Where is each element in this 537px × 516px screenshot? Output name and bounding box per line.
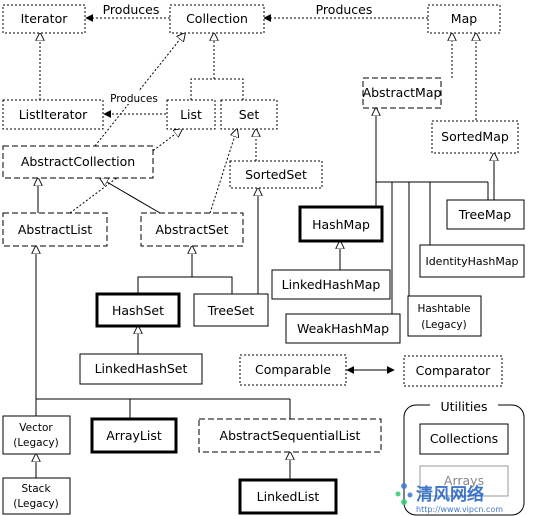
listiterator-label: ListIterator: [19, 107, 88, 122]
node-abstractlist: AbstractList: [2, 212, 108, 247]
watermark-logo-icon: [395, 483, 413, 505]
weakhashmap-label: WeakHashMap: [297, 321, 389, 336]
abstractlist-label: AbstractList: [18, 222, 92, 237]
node-iterator: Iterator: [2, 4, 86, 34]
node-collections: Collections: [419, 423, 509, 455]
comparable-label: Comparable: [255, 362, 331, 377]
list-label: List: [180, 107, 202, 122]
abstractsequentiallist-label: AbstractSequentialList: [220, 428, 361, 443]
watermark: 清风网络 http://www.vipcn.com: [395, 483, 503, 514]
treeset-label: TreeSet: [207, 303, 255, 318]
abstractmap-label: AbstractMap: [363, 85, 442, 100]
node-weakhashmap: WeakHashMap: [285, 313, 401, 344]
hashtable-label: Hashtable: [417, 303, 470, 315]
hashmap-label: HashMap: [312, 217, 370, 232]
nodes: Iterator Collection Map ListIterator Lis…: [2, 2, 525, 516]
edge-hashset-treeset-abstractset: [137, 276, 233, 294]
edges: [36, 14, 494, 480]
identityhashmap-label: IdentityHashMap: [425, 255, 518, 268]
node-abstractsequentiallist: AbstractSequentialList: [198, 418, 382, 453]
node-linkedhashset: LinkedHashSet: [79, 353, 203, 385]
iterator-label: Iterator: [21, 11, 69, 26]
node-hashtable: Hashtable (Legacy): [407, 295, 482, 337]
watermark-brand: 清风网络: [416, 484, 484, 505]
node-sortedmap: SortedMap: [431, 120, 519, 154]
stack-label: Stack: [21, 483, 51, 495]
node-set: Set: [220, 99, 278, 130]
node-vector: Vector (Legacy): [2, 415, 71, 455]
node-treeset: TreeSet: [193, 293, 269, 327]
sortedmap-label: SortedMap: [441, 129, 509, 144]
map-label: Map: [451, 11, 477, 26]
edge-abstractset-set: [209, 129, 237, 214]
linkedhashmap-label: LinkedHashMap: [282, 277, 381, 292]
linkedlist-label: LinkedList: [257, 489, 320, 504]
edge-abstractcollection-collection: [94, 33, 185, 147]
produces-label-list: Produces: [110, 93, 158, 105]
sortedset-label: SortedSet: [245, 167, 307, 182]
arraylist-label: ArrayList: [106, 428, 162, 443]
edge-list-set-collection: [190, 78, 244, 100]
node-collection: Collection: [169, 4, 265, 34]
collections-label: Collections: [430, 431, 498, 446]
node-treemap: TreeMap: [446, 199, 525, 230]
node-arraylist: ArrayList: [90, 417, 178, 454]
linkedhashset-label: LinkedHashSet: [95, 361, 188, 376]
node-stack: Stack (Legacy): [2, 477, 71, 515]
edge-abstractset-abstractcollection: [100, 178, 161, 214]
comparator-label: Comparator: [416, 363, 491, 378]
collection-label: Collection: [186, 11, 248, 26]
hashset-label: HashSet: [112, 303, 164, 318]
node-hashset: HashSet: [95, 292, 181, 328]
abstractset-label: AbstractSet: [156, 222, 229, 237]
node-arrays: Arrays: [419, 465, 509, 497]
abstractcollection-label: AbstractCollection: [21, 154, 135, 169]
utilities-group: Utilities Collections Arrays: [403, 398, 525, 516]
node-comparator: Comparator: [403, 355, 503, 387]
node-map: Map: [427, 4, 501, 34]
node-identityhashmap: IdentityHashMap: [419, 244, 525, 278]
node-hashmap: HashMap: [298, 205, 384, 243]
vector-label: Vector: [19, 422, 53, 434]
arrays-label: Arrays: [444, 473, 484, 488]
node-comparable: Comparable: [239, 354, 347, 386]
node-linkedlist: LinkedList: [238, 478, 338, 515]
produces-label-collection: Produces: [103, 2, 160, 17]
produces-label-map: Produces: [316, 2, 373, 17]
watermark-url: http://www.vipcn.com: [416, 505, 503, 514]
node-abstractcollection: AbstractCollection: [2, 145, 154, 179]
utilities-title: Utilities: [440, 399, 487, 414]
node-sortedset: SortedSet: [229, 160, 323, 189]
node-list: List: [166, 99, 216, 130]
stack-legacy-note: (Legacy): [13, 498, 58, 510]
vector-legacy-note: (Legacy): [13, 437, 58, 449]
node-linkedhashmap: LinkedHashMap: [271, 269, 391, 300]
treemap-label: TreeMap: [458, 207, 511, 222]
node-abstractset: AbstractSet: [140, 212, 244, 247]
hashtable-legacy-note: (Legacy): [421, 319, 466, 331]
node-abstractmap: AbstractMap: [362, 77, 442, 109]
node-listiterator: ListIterator: [2, 99, 104, 130]
set-label: Set: [239, 107, 260, 122]
